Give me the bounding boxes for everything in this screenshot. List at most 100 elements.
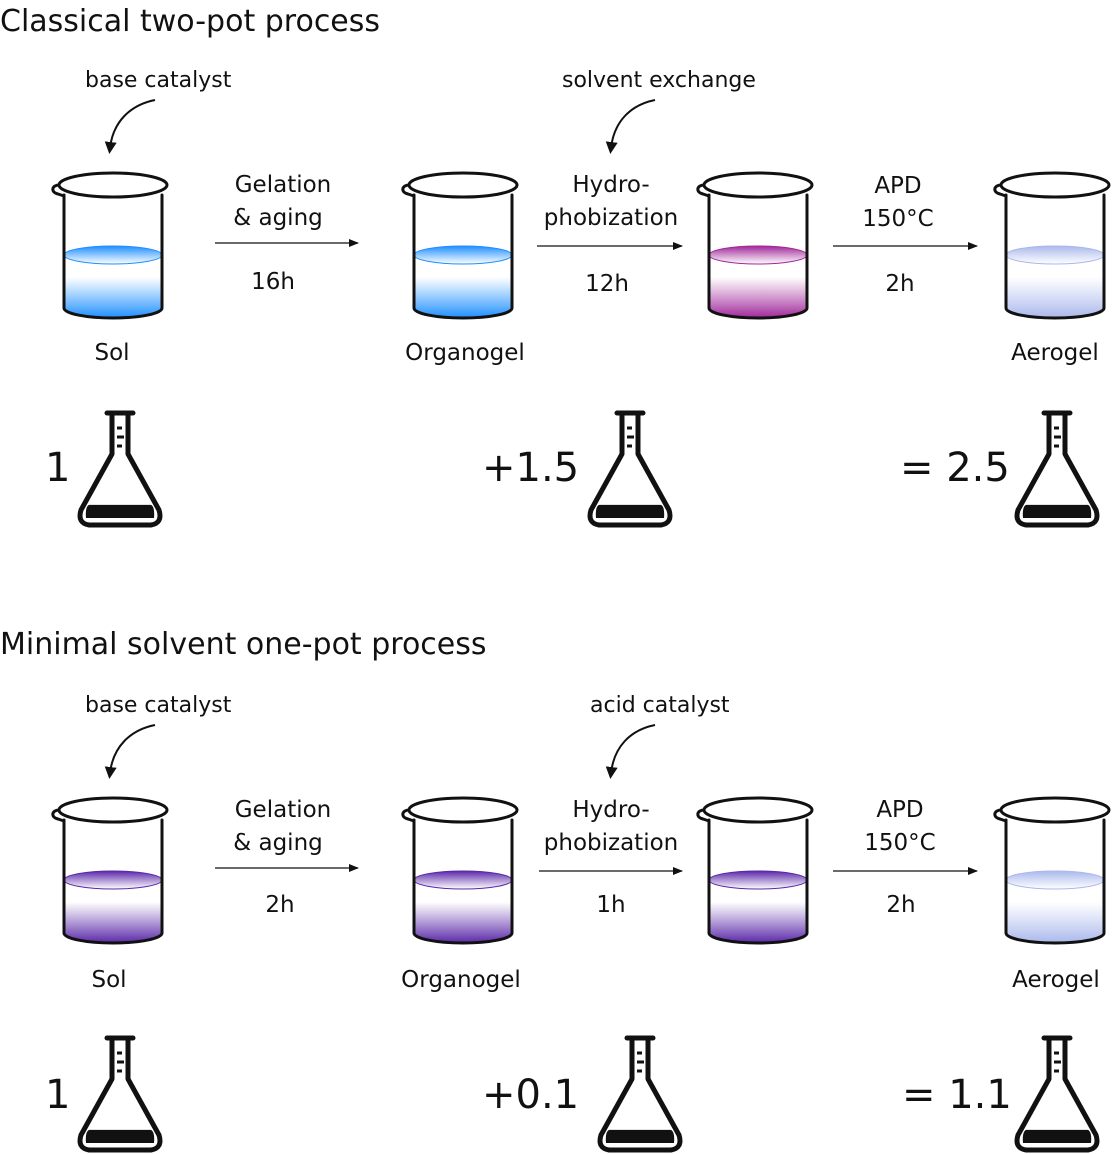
step-gelation-line1: Gelation bbox=[235, 797, 332, 823]
beaker-hydrophobized-gel bbox=[696, 171, 814, 320]
flask-outline bbox=[77, 410, 163, 528]
beaker-sol bbox=[51, 171, 169, 320]
input-label-solvent-exchange: solvent exchange bbox=[562, 68, 756, 93]
beaker-sol bbox=[51, 796, 169, 945]
flask-liquid bbox=[595, 504, 665, 518]
liquid-surface bbox=[1005, 870, 1105, 890]
beaker-rim bbox=[702, 171, 814, 199]
beaker-rim bbox=[702, 796, 814, 824]
solvent-amount: +1.5 bbox=[482, 445, 579, 491]
flask-outline bbox=[587, 410, 673, 528]
flask-icon bbox=[77, 410, 163, 528]
liquid bbox=[1006, 255, 1104, 318]
step-apd-line2: 150°C bbox=[862, 206, 933, 232]
liquid bbox=[64, 255, 162, 318]
liquid-surface bbox=[63, 245, 163, 265]
flask-icon bbox=[1014, 410, 1100, 528]
input-label-base-catalyst: base catalyst bbox=[85, 68, 232, 93]
beaker-spout bbox=[696, 183, 711, 198]
beaker-glass bbox=[707, 193, 809, 320]
flask-outline bbox=[77, 1035, 163, 1153]
step-hydrophobization-line1: Hydro- bbox=[572, 797, 649, 823]
liquid bbox=[414, 255, 512, 318]
step-gelation-time: 2h bbox=[265, 892, 294, 918]
beaker-glass bbox=[1004, 818, 1106, 945]
flask-icon bbox=[597, 1035, 683, 1153]
flask-liquid bbox=[1022, 504, 1092, 518]
step-apd-time: 2h bbox=[886, 892, 915, 918]
beaker-organogel bbox=[401, 171, 519, 320]
beaker-spout bbox=[51, 808, 66, 823]
liquid-surface bbox=[708, 870, 808, 890]
liquid bbox=[709, 880, 807, 943]
curved-arrow-icon bbox=[104, 99, 156, 154]
curved-arrow-icon bbox=[104, 724, 156, 779]
beaker-label-sol: Sol bbox=[91, 967, 126, 993]
flask-outline bbox=[1014, 410, 1100, 528]
liquid-surface bbox=[413, 245, 513, 265]
step-hydrophobization-line2: phobization bbox=[544, 205, 678, 231]
beaker-glass bbox=[412, 193, 514, 320]
liquid-surface bbox=[1005, 245, 1105, 265]
step-hydrophobization-line2: phobization bbox=[544, 830, 678, 856]
step-gelation-line2: & aging bbox=[233, 205, 323, 231]
step-gelation-time: 16h bbox=[251, 269, 295, 295]
beaker-organogel bbox=[401, 796, 519, 945]
beaker-label-organogel: Organogel bbox=[405, 340, 525, 366]
liquid-surface bbox=[63, 870, 163, 890]
beaker-spout bbox=[993, 808, 1008, 823]
liquid bbox=[709, 255, 807, 318]
flask-icon bbox=[587, 410, 673, 528]
panel-one-pot: Minimal solvent one-pot process base cat… bbox=[0, 627, 1111, 1153]
curved-arrow-icon bbox=[605, 99, 656, 154]
beaker-rim bbox=[999, 171, 1111, 199]
step-hydrophobization-line1: Hydro- bbox=[572, 172, 649, 198]
flask-outline bbox=[1014, 1035, 1100, 1153]
step-gelation-line1: Gelation bbox=[235, 172, 332, 198]
beaker-label-aerogel: Aerogel bbox=[1011, 340, 1099, 366]
flask-liquid bbox=[1022, 1129, 1092, 1143]
flask-outline bbox=[597, 1035, 683, 1153]
beaker-spout bbox=[51, 183, 66, 198]
liquid-surface bbox=[413, 870, 513, 890]
flask-liquid bbox=[605, 1129, 675, 1143]
flask-liquid bbox=[85, 504, 155, 518]
liquid-surface bbox=[708, 245, 808, 265]
liquid bbox=[1006, 880, 1104, 943]
panel-title: Minimal solvent one-pot process bbox=[0, 627, 487, 662]
flask-icon bbox=[77, 1035, 163, 1153]
step-gelation-line2: & aging bbox=[233, 830, 323, 856]
step-apd-line1: APD bbox=[876, 797, 923, 823]
beaker-rim bbox=[57, 796, 169, 824]
panel-classical: Classical two-pot process base catalyst … bbox=[0, 4, 1111, 528]
liquid bbox=[414, 880, 512, 943]
input-label-acid-catalyst: acid catalyst bbox=[590, 693, 730, 718]
solvent-amount: = 1.1 bbox=[902, 1072, 1012, 1118]
solvent-amount: 1 bbox=[45, 1072, 70, 1118]
beaker-glass bbox=[62, 818, 164, 945]
liquid bbox=[64, 880, 162, 943]
beaker-glass bbox=[1004, 193, 1106, 320]
beaker-spout bbox=[696, 808, 711, 823]
beaker-hydrophobized-gel bbox=[696, 796, 814, 945]
step-apd-time: 2h bbox=[885, 271, 914, 297]
solvent-amount: = 2.5 bbox=[900, 445, 1010, 491]
beaker-aerogel bbox=[993, 796, 1111, 945]
beaker-rim bbox=[407, 171, 519, 199]
step-apd-line1: APD bbox=[874, 173, 921, 199]
step-apd-line2: 150°C bbox=[864, 830, 935, 856]
flask-icon bbox=[1014, 1035, 1100, 1153]
curved-arrow-icon bbox=[605, 724, 656, 779]
beaker-rim bbox=[999, 796, 1111, 824]
solvent-amount: 1 bbox=[45, 445, 70, 491]
beaker-rim bbox=[57, 171, 169, 199]
solvent-amount: +0.1 bbox=[482, 1072, 579, 1118]
beaker-rim bbox=[407, 796, 519, 824]
input-label-base-catalyst: base catalyst bbox=[85, 693, 232, 718]
beaker-spout bbox=[993, 183, 1008, 198]
panel-title: Classical two-pot process bbox=[0, 4, 380, 39]
flask-liquid bbox=[85, 1129, 155, 1143]
beaker-glass bbox=[62, 193, 164, 320]
step-hydrophobization-time: 1h bbox=[596, 892, 625, 918]
